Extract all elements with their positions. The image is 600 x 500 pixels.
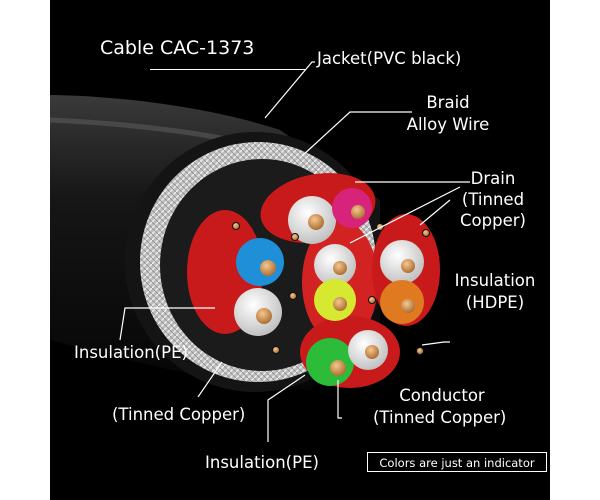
title-underline (150, 69, 305, 70)
label-conductor-line1: Conductor (399, 386, 485, 405)
label-insulation-hdpe-line2: (HDPE) (465, 293, 525, 312)
label-tinned-copper-left: (Tinned Copper) (112, 405, 246, 424)
wire-white-top (288, 196, 336, 244)
wire-pink (332, 188, 372, 228)
label-conductor-line2: (Tinned Copper) (373, 408, 507, 427)
label-braid-line2: Alloy Wire (406, 115, 490, 134)
label-insulation-hdpe-line1: Insulation (454, 271, 536, 290)
wire-white-left (234, 288, 282, 336)
diagram-title: Cable CAC-1373 (100, 37, 255, 59)
label-insulation-pe-left: Insulation(PE) (74, 343, 188, 362)
color-disclaimer-note: Colors are just an indicator (367, 452, 547, 472)
label-drain-line2: (Tinned (461, 190, 525, 209)
wire-white-right (380, 240, 424, 284)
wire-white-bottom (348, 330, 388, 370)
label-drain-line3: Copper) (460, 211, 526, 230)
wire-white-middle (314, 244, 356, 286)
wire-green (306, 338, 354, 386)
leader-lines (119, 61, 470, 442)
label-drain-line1: Drain (470, 169, 516, 188)
wire-blue (236, 238, 284, 286)
label-braid-line1: Braid (426, 93, 470, 112)
diagram-panel (50, 0, 550, 500)
label-insulation-pe-bottom: Insulation(PE) (205, 453, 319, 472)
wire-orange (380, 280, 424, 324)
label-jacket: Jacket(PVC black) (317, 49, 462, 68)
wire-yellow (314, 279, 356, 321)
cable-cross-section-illustration (50, 61, 470, 442)
